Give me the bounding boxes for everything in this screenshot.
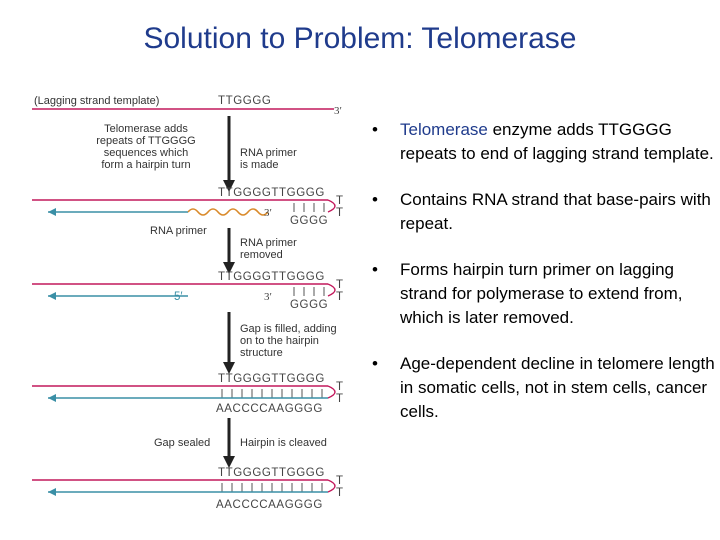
complement-sequence: AACCCCAAGGGG [216, 499, 323, 511]
arrow-head [223, 362, 235, 374]
three-prime-label: 3′ [264, 207, 272, 219]
rna-primer-label: RNA primer [150, 225, 207, 237]
bullet-marker: • [372, 260, 378, 279]
five-prime-label: 5′ [174, 291, 183, 303]
strand-arrowhead [48, 208, 56, 216]
bullet-text: Age-dependent decline in telomere length… [400, 354, 715, 421]
primer-removed-line2: removed [240, 249, 283, 261]
complement-sequence: AACCCCAAGGGG [216, 403, 323, 415]
hairpin-t: T [336, 475, 344, 487]
three-prime-label: 3′ [264, 291, 272, 303]
primer-removed-line1: RNA primer [240, 237, 297, 249]
base-pair-ticks [221, 389, 323, 398]
hairpin-t: T [336, 381, 344, 393]
arrow-head [223, 180, 235, 192]
repeat-sequence: TTGGGGTTGGGG [218, 187, 325, 199]
gap-filled-line1: Gap is filled, adding [240, 323, 337, 335]
step1-line1: Telomerase adds [104, 123, 188, 135]
slide-title: Solution to Problem: Telomerase [143, 22, 577, 55]
hairpin-t: T [336, 195, 344, 207]
bullet-item: • Age-dependent decline in telomere leng… [370, 352, 715, 424]
strand-arrowhead [48, 488, 56, 496]
hairpin-loop [327, 479, 336, 493]
bullet-marker: • [372, 190, 378, 209]
strand-arrowhead [48, 292, 56, 300]
repeat-sequence: TTGGGGTTGGGG [218, 271, 325, 283]
repeat-sequence: TTGGGGTTGGGG [218, 373, 325, 385]
three-prime-label: 3′ [334, 105, 342, 117]
step1-line4: form a hairpin turn [101, 159, 190, 171]
step1-right-line2: is made [240, 159, 279, 171]
hairpin-t: T [336, 393, 344, 405]
base-pair-ticks [221, 483, 323, 492]
gap-filled-line2: on to the hairpin [240, 335, 319, 347]
step1-line3: sequences which [104, 147, 188, 159]
repeat-sequence: TTGGGGTTGGGG [218, 467, 325, 479]
bullet-text: Contains RNA strand that base-pairs with… [400, 190, 711, 233]
arrow-head [223, 262, 235, 274]
hairpin-cleaved-label: Hairpin is cleaved [240, 437, 327, 449]
telomerase-diagram: (Lagging strand template) TTGGGG 3′ Telo… [28, 84, 376, 524]
base-pair-ticks [293, 287, 325, 296]
hairpin-t: T [336, 487, 344, 499]
bullet-item: • Forms hairpin turn primer on lagging s… [370, 258, 715, 330]
hairpin-loop [327, 385, 336, 399]
base-pair-ticks [293, 203, 325, 212]
bullet-text: Forms hairpin turn primer on lagging str… [400, 260, 683, 327]
lagging-strand-label: (Lagging strand template) [34, 95, 159, 107]
hairpin-t: T [336, 207, 344, 219]
bullet-list: • Telomerase enzyme adds TTGGGG repeats … [370, 118, 715, 446]
hairpin-loop [327, 199, 336, 213]
hairpin-sequence: GGGG [290, 299, 328, 311]
bullet-item: • Telomerase enzyme adds TTGGGG repeats … [370, 118, 715, 166]
bullet-marker: • [372, 354, 378, 373]
rna-primer-wave [187, 208, 269, 216]
hairpin-t: T [336, 279, 344, 291]
step1-right-line1: RNA primer [240, 147, 297, 159]
arrow-head [223, 456, 235, 468]
template-sequence: TTGGGG [218, 95, 271, 107]
hairpin-loop [327, 283, 336, 297]
step1-line2: repeats of TTGGGG [96, 135, 195, 147]
gap-filled-line3: structure [240, 347, 283, 359]
hairpin-sequence: GGGG [290, 215, 328, 227]
hairpin-t: T [336, 291, 344, 303]
bullet-highlight: Telomerase [400, 120, 488, 139]
bullet-text: enzyme adds TTGGGG repeats to end of lag… [400, 120, 714, 163]
bullet-item: • Contains RNA strand that base-pairs wi… [370, 188, 715, 236]
gap-sealed-label: Gap sealed [154, 437, 210, 449]
bullet-marker: • [372, 120, 378, 139]
strand-arrowhead [48, 394, 56, 402]
